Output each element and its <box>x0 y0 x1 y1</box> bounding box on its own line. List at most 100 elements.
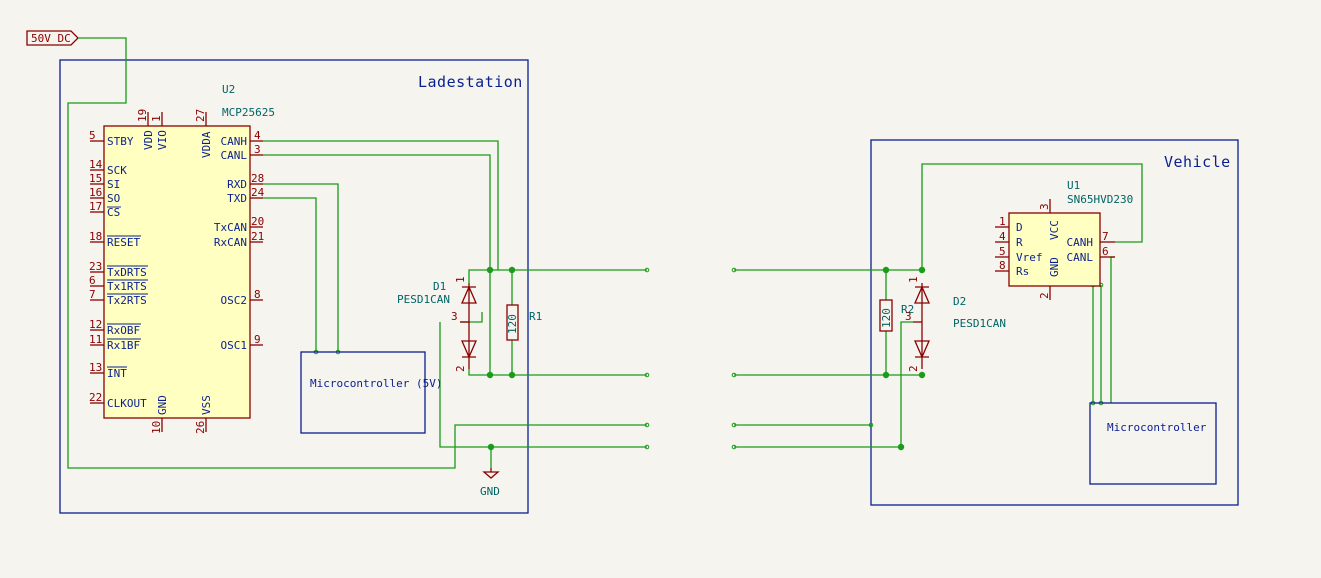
r1-resistor[interactable]: 120 R1 <box>506 304 542 341</box>
pin-number: 14 <box>89 158 103 171</box>
d1-ref: D1 <box>433 280 446 293</box>
u2-bottom-pins: 10 26 GND VSS <box>150 395 213 434</box>
pin-number: 15 <box>89 172 102 185</box>
pin-number: 6 <box>89 274 96 287</box>
pin-name: VIO <box>156 130 169 150</box>
pin-number: 21 <box>251 230 264 243</box>
pin-number: 6 <box>1102 245 1109 258</box>
pin-name: RESET <box>107 236 140 249</box>
pin-number: 8 <box>254 288 261 301</box>
pin-number: 1 <box>454 276 467 283</box>
pin-name: TxCAN <box>214 221 247 234</box>
d1-pesd1can[interactable]: D1 PESD1CAN 1 3 2 <box>397 276 477 372</box>
pin-number: 22 <box>89 391 102 404</box>
pin-name: INT <box>107 367 127 380</box>
r2-value: 120 <box>880 308 893 328</box>
wires-vehicle <box>734 163 1143 448</box>
gnd-label: GND <box>480 485 500 498</box>
u1-value: SN65HVD230 <box>1067 193 1133 206</box>
d2-pesd1can[interactable]: D2 PESD1CAN 1 3 2 <box>905 276 1006 372</box>
pin-name: R <box>1016 236 1023 249</box>
r2-ref: R2 <box>901 303 914 316</box>
pin-name: SI <box>107 178 120 191</box>
pin-number: 1 <box>999 215 1006 228</box>
d2-value: PESD1CAN <box>953 317 1006 330</box>
r2-resistor[interactable]: 120 R2 <box>879 299 914 332</box>
pin-name: Vref <box>1016 251 1043 264</box>
pin-number: 1 <box>907 276 920 283</box>
u2-left-pins: 5 14 15 16 17 18 23 6 7 12 11 13 22 STBY… <box>89 129 148 410</box>
ladestation-frame <box>59 59 529 514</box>
pin-name: SO <box>107 192 120 205</box>
pin-number: 10 <box>150 421 163 434</box>
pin-number: 5 <box>89 129 96 142</box>
pin-name: Tx2RTS <box>107 294 147 307</box>
wires-ladestation <box>67 37 647 469</box>
u1-right-pins: 7 6 CANH CANL <box>1067 230 1115 264</box>
pin-number: 27 <box>194 109 207 122</box>
pin-name: CANL <box>1067 251 1094 264</box>
pin-name: RXD <box>227 178 247 191</box>
pin-number: 12 <box>89 318 102 331</box>
pin-number: 2 <box>907 365 920 372</box>
pin-number: 17 <box>89 200 102 213</box>
pin-number: 16 <box>89 186 102 199</box>
pin-number: 23 <box>89 260 102 273</box>
pin-number: 13 <box>89 361 102 374</box>
pin-number: 8 <box>999 259 1006 272</box>
u1-sn65hvd230[interactable]: U1 SN65HVD230 1 4 5 8 D R Vref Rs 7 6 CA… <box>995 179 1133 300</box>
pin-number: 20 <box>251 215 264 228</box>
pin-number: 4 <box>254 129 261 142</box>
pin-name: GND <box>156 395 169 415</box>
pin-number: 3 <box>1038 203 1051 210</box>
pin-name: STBY <box>107 135 134 148</box>
u2-ref: U2 <box>222 83 235 96</box>
pin-name: TxDRTS <box>107 266 147 279</box>
power-flag-label: 50V DC <box>31 32 71 45</box>
pin-name: Tx1RTS <box>107 280 147 293</box>
pin-number: 28 <box>251 172 264 185</box>
u2-right-pins: 4 3 28 24 20 21 8 9 CANH CANL RXD TXD Tx… <box>214 129 265 352</box>
pin-name: VDDA <box>200 131 213 158</box>
pin-name: Rx1BF <box>107 339 140 352</box>
u2-value: MCP25625 <box>222 106 275 119</box>
pin-number: 9 <box>254 333 261 346</box>
pin-name: GND <box>1048 257 1061 277</box>
mcu-ladestation[interactable]: Microcontroller (5V) <box>300 351 442 434</box>
pin-number: 19 <box>136 109 149 122</box>
pin-number: 26 <box>194 421 207 434</box>
gnd-symbol: GND <box>480 468 500 498</box>
pin-number: 18 <box>89 230 102 243</box>
pin-number: 3 <box>905 310 912 323</box>
u1-top-bottom-pins: 3 2 VCC GND <box>1038 199 1061 300</box>
pin-number: 7 <box>89 288 96 301</box>
pin-name: TXD <box>227 192 247 205</box>
pin-number: 2 <box>1038 292 1051 299</box>
pin-number: 2 <box>454 365 467 372</box>
junctions-vehicle <box>731 266 1104 451</box>
u1-left-pins: 1 4 5 8 D R Vref Rs <box>995 215 1043 278</box>
pin-name: CANL <box>221 149 248 162</box>
mcu-vehicle[interactable]: Microcontroller <box>1089 402 1217 485</box>
mcu-vehicle-label: Microcontroller <box>1107 421 1207 434</box>
power-flag-50v[interactable]: 50V DC <box>26 30 79 46</box>
d1-value: PESD1CAN <box>397 293 450 306</box>
vehicle-frame <box>870 139 1239 506</box>
pin-number: 3 <box>254 143 261 156</box>
pin-number: 4 <box>999 230 1006 243</box>
u1-ref: U1 <box>1067 179 1080 192</box>
u2-mcp25625[interactable]: U2 MCP25625 5 14 15 16 17 18 23 6 <box>89 83 275 434</box>
ladestation-title: Ladestation <box>418 73 523 91</box>
pin-number: 24 <box>251 186 265 199</box>
pin-name: VSS <box>200 395 213 415</box>
pin-name: CANH <box>1067 236 1094 249</box>
r1-ref: R1 <box>529 310 542 323</box>
pin-name: RxCAN <box>214 236 247 249</box>
u2-top-pins: 19 1 27 VDD VIO VDDA <box>136 109 213 158</box>
pin-name: RxOBF <box>107 324 140 337</box>
pin-name: CS <box>107 206 120 219</box>
pin-number: 5 <box>999 245 1006 258</box>
r1-value: 120 <box>506 314 519 334</box>
pin-number: 1 <box>150 115 163 122</box>
